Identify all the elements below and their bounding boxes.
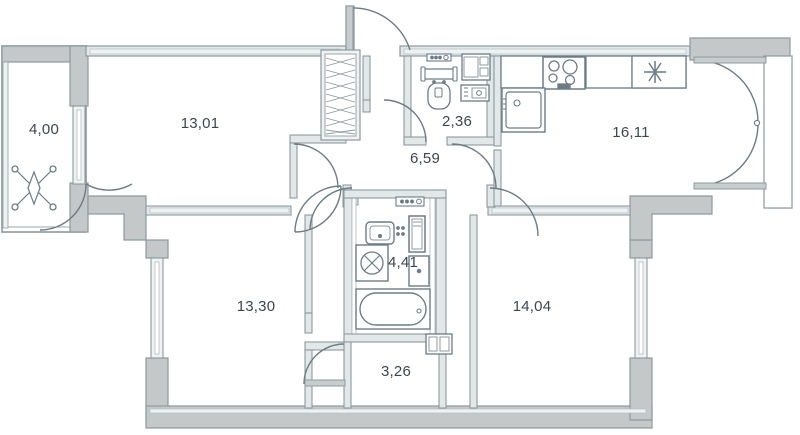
door-bedroom-top[interactable] (293, 143, 339, 189)
area-label-kitchen: 16,11 (612, 124, 649, 141)
sink-icon (501, 87, 546, 133)
area-label-bedroom-right: 14,04 (513, 298, 552, 315)
water-heater-icon (461, 53, 491, 81)
wall-balcony-pier-upper (69, 45, 89, 107)
entrance-door[interactable] (345, 5, 411, 53)
bath-heater-icon (408, 215, 426, 253)
snowflake-icon (631, 55, 687, 89)
door-bedroom-left[interactable] (294, 185, 342, 233)
window-balcony-left (2, 61, 9, 229)
window-bedroom-top (89, 48, 341, 55)
partition-bedroom-top-right (362, 55, 371, 101)
bathroom-panel-icon (395, 196, 425, 207)
partition-wc-left (403, 55, 412, 145)
wall-left-pier-upper (145, 239, 169, 259)
door-group (39, 5, 793, 387)
wall-right-pier-upper (629, 239, 653, 259)
cooktop-icon (542, 56, 586, 90)
area-label-balcony: 4,00 (29, 121, 59, 138)
partition-bedroom-top-right-lower (362, 99, 371, 113)
washing-machine-icon (355, 244, 389, 282)
window-sill-mid-right (491, 207, 629, 214)
riser-icon (408, 255, 430, 287)
area-label-wc: 2,36 (442, 113, 472, 130)
electrical-panel-icon (426, 53, 452, 62)
door-closet[interactable] (303, 343, 346, 387)
meter-box-icon (460, 84, 490, 102)
partition-closet-door-head (304, 341, 345, 351)
partition-closet-left (343, 341, 352, 409)
toilet-icon (420, 66, 458, 110)
door-bedroom-right[interactable] (489, 187, 539, 237)
partition-kitchen-west (493, 55, 502, 147)
window-balcony-door (72, 105, 86, 185)
area-label-bedroom-left: 13,30 (237, 298, 276, 315)
bath-sink-icon (365, 221, 405, 245)
area-label-group: 4,00 13,01 2,36 16,11 6,59 13,30 4,41 14… (29, 113, 650, 380)
door-balcony[interactable] (39, 183, 133, 231)
bathroom-walls (343, 189, 447, 343)
drying-rack-icon (11, 165, 57, 211)
door-bathroom[interactable] (309, 187, 353, 231)
area-label-closet: 3,26 (381, 363, 411, 380)
window-sill-mid-left (149, 207, 290, 214)
area-label-bathroom: 4,41 (388, 254, 418, 271)
partition-kitchen-west-lower (493, 149, 502, 207)
door-kitchen[interactable] (451, 143, 497, 189)
wall-mid-left (87, 195, 147, 241)
window-kitchen (403, 48, 687, 55)
partition-closet-door-jamb (304, 349, 313, 409)
area-label-bedroom-top: 13,01 (181, 115, 220, 132)
area-label-hall: 6,59 (410, 150, 440, 167)
door-wc[interactable] (383, 99, 427, 143)
bathroom-door-panel-icon (425, 333, 453, 355)
partition-bedroom-top-east-v (289, 142, 298, 199)
door-kitchen-east-double[interactable] (693, 55, 793, 209)
partition-bedroom-left-east-lower (304, 312, 313, 334)
bathtub-icon (355, 288, 431, 330)
wall-mid-right (629, 195, 713, 241)
partition-wc-bottom-left (403, 136, 427, 146)
window-sill-south-left (149, 408, 647, 414)
fixture-group (11, 49, 687, 355)
window-bedroom-left (150, 257, 164, 359)
window-bedroom-right (634, 257, 648, 359)
partition-bedroom-right-west (469, 214, 478, 409)
wardrobe-icon (320, 49, 361, 141)
window-group (2, 48, 687, 414)
